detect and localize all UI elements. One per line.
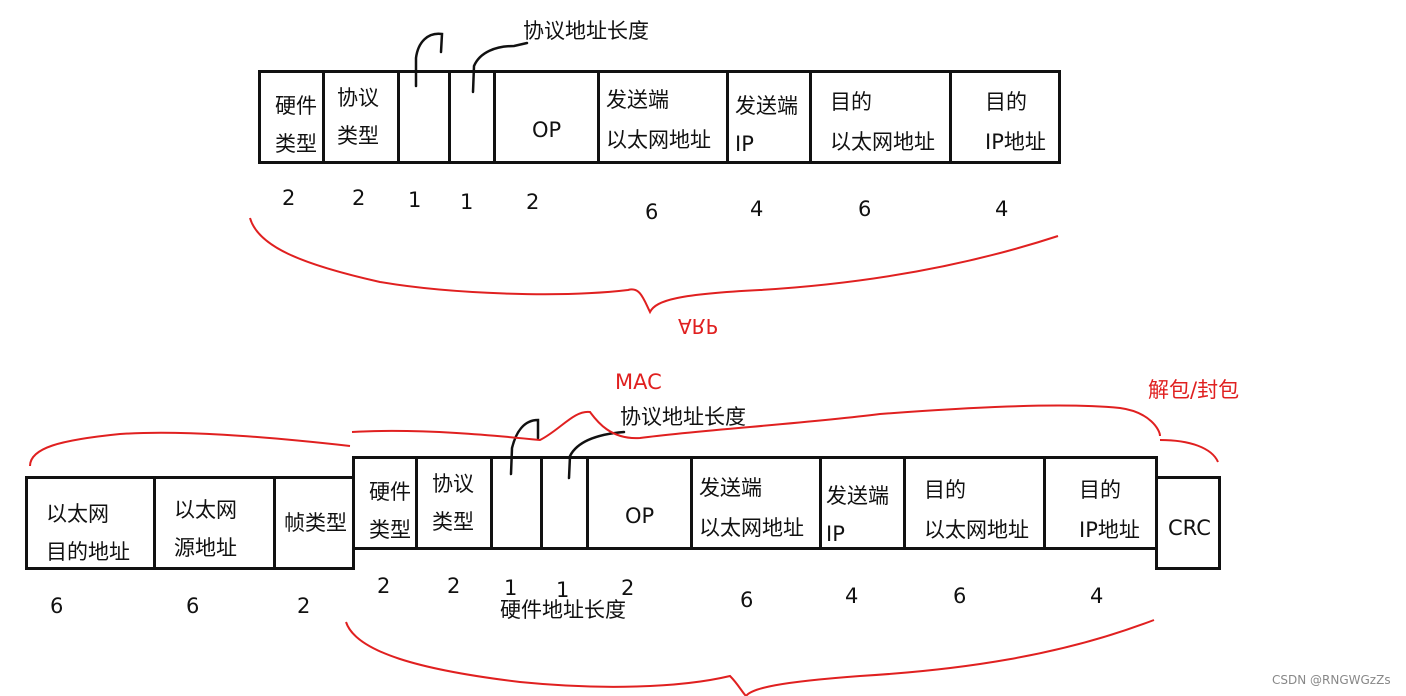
mac-size: 6 [740, 588, 754, 612]
arp-field-proto-type: 协议 类型 [325, 73, 400, 161]
mac-size: 2 [621, 576, 635, 600]
arp-size: 2 [526, 190, 540, 214]
mac-arp-field-sender-ip: 发送端 IP [822, 459, 906, 547]
arp-field-op: OP [496, 73, 600, 161]
mac-arp-field-target-mac: 目的 以太网地址 [906, 459, 1046, 547]
watermark: CSDN @RNGWGzZs [1272, 673, 1391, 687]
mac-size: 6 [50, 594, 64, 618]
mac-size: 6 [186, 594, 200, 618]
arp-size: 4 [995, 197, 1009, 221]
eth-field-type: 帧类型 [284, 511, 347, 535]
arp-size: 1 [408, 188, 422, 212]
crc-frame: CRC [1155, 476, 1221, 570]
arp-size: 4 [750, 197, 764, 221]
mac-size: 1 [556, 578, 570, 602]
mac-arp-field-proto-type: 协议 类型 [418, 459, 493, 547]
mac-label: MAC [615, 370, 662, 394]
mac-size: 2 [447, 574, 461, 598]
encap-label: 解包/封包 [1148, 378, 1240, 402]
mac-arp-field-hw-len [493, 459, 543, 547]
mac-arp-field-hw-type: 硬件 类型 [355, 459, 418, 547]
eth-header-frame: 以太网 目的地址 以太网 源地址 帧类型 [25, 476, 355, 570]
eth-field-dst: 以太网 目的地址 [28, 479, 156, 567]
arp-field-hw-len [400, 73, 451, 161]
arp-size: 2 [352, 186, 366, 210]
mac-size: 6 [953, 584, 967, 608]
eth-field-src: 以太网 源地址 [156, 479, 276, 567]
mac-proto-len-annotation: 协议地址长度 [620, 405, 746, 429]
mac-arp-field-sender-mac: 发送端 以太网地址 [693, 459, 822, 547]
arp-size: 6 [645, 200, 659, 224]
hw-len-arrow [414, 32, 444, 88]
mac-arp-frame: 硬件 类型 协议 类型 OP 发送端 以太网地址 发送端 IP 目的 以太网地址… [352, 456, 1158, 550]
mac-brace [29, 431, 351, 467]
arp-size: 2 [282, 186, 296, 210]
proto-len-arrow [567, 430, 626, 480]
mac-size: 4 [845, 584, 859, 608]
mac-brace [351, 404, 1161, 442]
arp-size: 6 [858, 197, 872, 221]
arp-packet-frame: 硬件 类型 协议 类型 OP 发送端 以太网地址 发送端 IP 目的 以太网地址… [258, 70, 1061, 164]
arp-field-sender-mac: 发送端 以太网地址 [600, 73, 729, 161]
proto-len-arrow [471, 41, 529, 94]
arp-proto-len-annotation: 协议地址长度 [523, 19, 649, 43]
mac-size: 1 [504, 576, 518, 600]
arp-field-target-ip: 目的 IP地址 [985, 90, 1046, 154]
mac-size: 2 [297, 594, 311, 618]
arp-field-hw-type: 硬件 类型 [261, 73, 325, 161]
arp-size: 1 [460, 190, 474, 214]
arp-field-target-mac: 目的 以太网地址 [812, 73, 952, 161]
arp-field-proto-len [451, 73, 496, 161]
mac-arp-field-op: OP [589, 459, 693, 547]
arp-field-sender-ip: 发送端 IP [729, 73, 812, 161]
mac-size: 4 [1090, 584, 1104, 608]
arp-brace [249, 217, 1059, 315]
crc-label: CRC [1168, 516, 1211, 540]
mac-hw-len-annotation: 硬件地址长度 [500, 598, 626, 622]
hw-len-arrow [509, 418, 540, 476]
mac-arp-field-proto-len [543, 459, 589, 547]
mac-size: 2 [377, 574, 391, 598]
mac-brace [1159, 439, 1219, 463]
mac-arp-field-target-ip: 目的 IP地址 [1079, 478, 1140, 542]
mac-arp-brace [345, 619, 1155, 696]
